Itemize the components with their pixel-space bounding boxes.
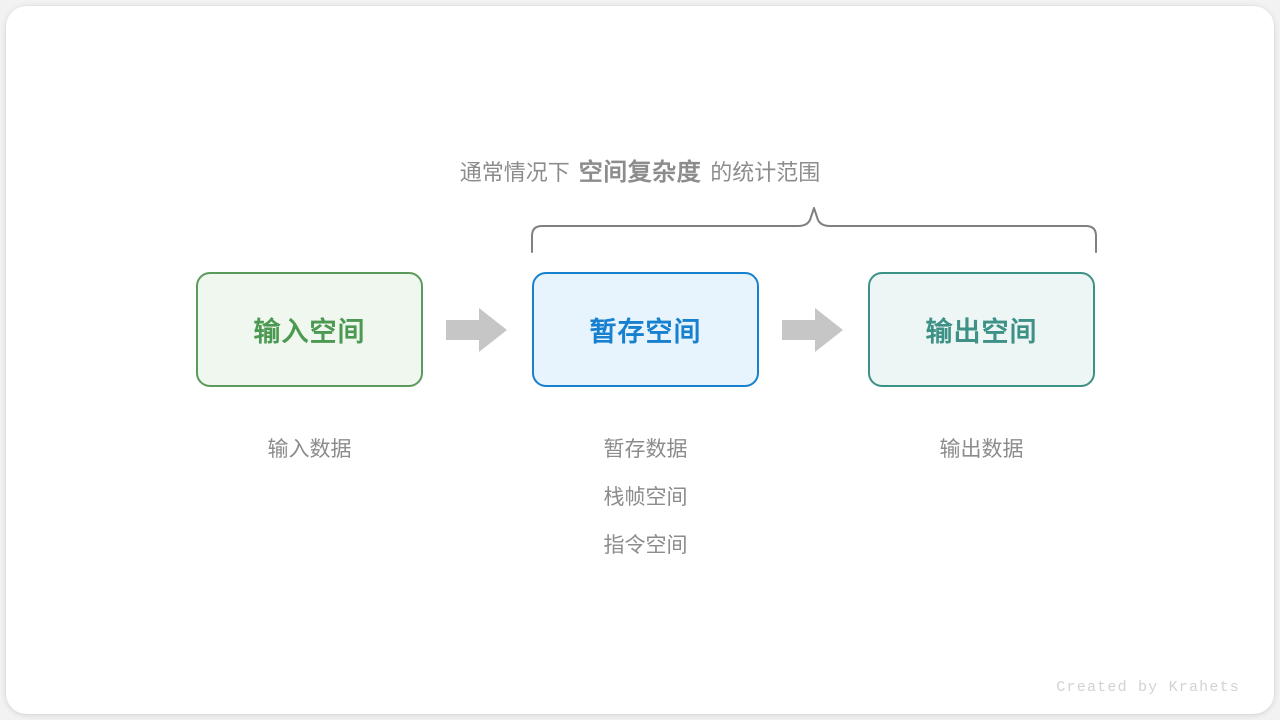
- footer-credit: Created by Krahets: [1056, 679, 1240, 696]
- box-input-space-label: 输入空间: [253, 317, 366, 347]
- arrow-right-icon: [446, 308, 507, 352]
- box-output-space[interactable]: 输出空间: [868, 272, 1095, 387]
- brace-icon: [531, 207, 1097, 253]
- label-item: 指令空间: [603, 534, 688, 557]
- labels-temp-space: 暂存数据 栈帧空间 指令空间: [532, 426, 759, 570]
- labels-output-space: 输出数据: [868, 426, 1095, 474]
- scope-brace: [526, 202, 1102, 258]
- caption-emphasis: 空间复杂度: [578, 159, 702, 186]
- label-item: 输入数据: [267, 438, 352, 461]
- labels-input-space: 输入数据: [196, 426, 423, 474]
- arrow-temp-to-output: [782, 306, 844, 354]
- box-input-space[interactable]: 输入空间: [196, 272, 423, 387]
- caption-prefix: 通常情况下: [459, 160, 570, 185]
- label-item: 暂存数据: [603, 438, 688, 461]
- diagram-canvas: 通常情况下空间复杂度的统计范围 输入空间 暂存空间 输出空间 输入数据 暂存数据…: [6, 6, 1274, 714]
- caption-suffix: 的统计范围: [710, 160, 821, 185]
- box-temp-space-label: 暂存空间: [589, 317, 702, 347]
- label-item: 输出数据: [939, 438, 1024, 461]
- box-output-space-label: 输出空间: [925, 317, 1038, 347]
- label-item: 栈帧空间: [603, 486, 688, 509]
- brace-caption: 通常情况下空间复杂度的统计范围: [6, 156, 1274, 190]
- box-temp-space[interactable]: 暂存空间: [532, 272, 759, 387]
- arrow-right-icon: [782, 308, 843, 352]
- arrow-input-to-temp: [446, 306, 508, 354]
